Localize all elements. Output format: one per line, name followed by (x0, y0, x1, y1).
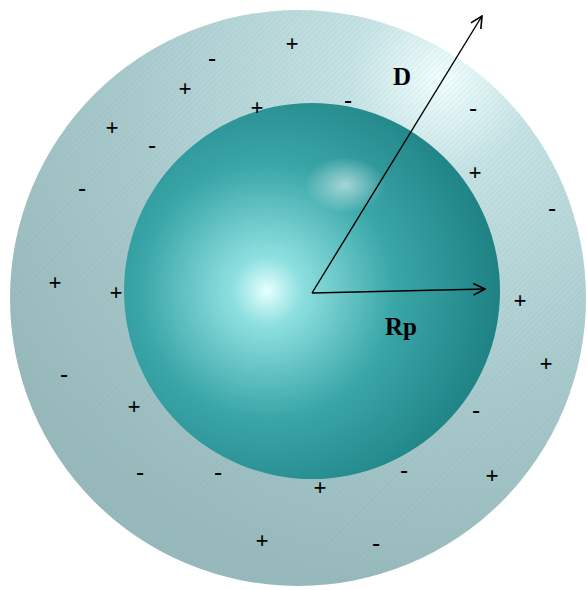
charge-sign: - (344, 89, 352, 112)
dimension-label: D (393, 64, 411, 89)
particle-sphere (124, 103, 500, 479)
charge-sign: - (60, 363, 68, 386)
charge-sign: - (214, 461, 222, 484)
charge-sign: + (313, 476, 326, 499)
shell-texture (10, 10, 586, 586)
outer-shell (10, 10, 586, 586)
radius-arrow (312, 289, 485, 293)
dimension-label: Rp (385, 314, 417, 339)
charge-sign: - (400, 459, 408, 482)
charge-sign: - (472, 399, 480, 422)
charge-sign: - (372, 532, 380, 555)
radius-arrow (312, 16, 482, 293)
sphere-highlight (305, 157, 385, 213)
charge-sign: + (109, 281, 122, 304)
charge-sign: - (148, 134, 156, 157)
charge-sign: + (285, 32, 298, 55)
charge-sign: - (78, 177, 86, 200)
charge-sign: + (539, 352, 552, 375)
charge-sign: + (255, 529, 268, 552)
charge-sign: + (513, 289, 526, 312)
charge-sign: + (105, 116, 118, 139)
charge-sign: - (469, 97, 477, 120)
charge-sign: - (136, 461, 144, 484)
charge-sign: + (485, 464, 498, 487)
charge-sign: + (48, 271, 61, 294)
charge-sign: + (127, 395, 140, 418)
charge-sign: + (468, 161, 481, 184)
charge-sign: + (250, 96, 263, 119)
charge-sign: + (178, 77, 191, 100)
charge-sign: - (548, 197, 556, 220)
charge-sign: - (208, 47, 216, 70)
